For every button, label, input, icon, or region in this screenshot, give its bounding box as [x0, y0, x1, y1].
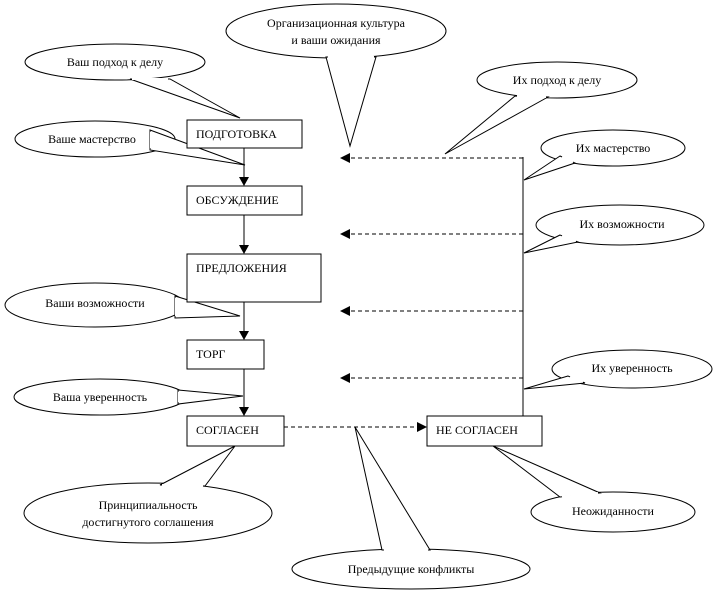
callout-their-confidence: Их уверенность	[523, 349, 713, 390]
box-proposals: ПРЕДЛОЖЕНИЯ	[186, 253, 322, 303]
box-bargaining-label: ТОРГ	[196, 347, 226, 361]
callout-org-culture-line2: и ваши ожидания	[291, 33, 381, 47]
box-disagree-label: НЕ СОГЛАСЕН	[436, 423, 518, 437]
callout-principle: Принципиальность достигнутого соглашения	[23, 445, 273, 544]
box-disagree: НЕ СОГЛАСЕН	[426, 415, 543, 447]
callout-org-culture-line1: Организационная культура	[267, 16, 406, 30]
callout-your-skill-label: Ваше мастерство	[48, 132, 136, 146]
flow-connectors	[239, 148, 249, 416]
box-discussion-label: ОБСУЖДЕНИЕ	[196, 193, 279, 207]
callout-their-capabilities: Их возможности	[523, 204, 705, 254]
callout-previous-conflicts-label: Предыдущие конфликты	[348, 562, 475, 576]
callout-their-approach-label: Их подход к делу	[513, 73, 601, 87]
callout-their-capabilities-label: Их возможности	[579, 217, 665, 231]
box-discussion: ОБСУЖДЕНИЕ	[186, 185, 303, 216]
callout-your-approach: Ваш подход к делу	[24, 43, 241, 119]
callout-your-capabilities-label: Ваши возможности	[45, 296, 145, 310]
callout-principle-line2: достигнутого соглашения	[82, 515, 214, 529]
callout-your-confidence-label: Ваша уверенность	[53, 390, 148, 404]
box-preparation-label: ПОДГОТОВКА	[196, 127, 277, 141]
callout-their-approach: Их подход к делу	[444, 61, 638, 155]
callout-org-culture: Организационная культура и ваши ожидания	[225, 3, 447, 148]
counterpart-feedback-arrows	[284, 153, 524, 432]
callout-their-skill-label: Их мастерство	[576, 141, 651, 155]
box-bargaining: ТОРГ	[186, 339, 265, 370]
callout-surprises-label: Неожиданности	[572, 504, 655, 518]
callout-principle-line1: Принципиальность	[99, 498, 198, 512]
callout-their-skill: Их мастерство	[523, 129, 686, 181]
callout-your-confidence: Ваша уверенность	[13, 378, 244, 416]
box-agree: СОГЛАСЕН	[186, 415, 285, 447]
box-proposals-label: ПРЕДЛОЖЕНИЯ	[196, 261, 287, 275]
box-agree-label: СОГЛАСЕН	[196, 423, 259, 437]
callout-previous-conflicts: Предыдущие конфликты	[291, 426, 531, 590]
callout-surprises: Неожиданности	[492, 445, 696, 533]
box-preparation: ПОДГОТОВКА	[186, 119, 303, 149]
callout-your-approach-label: Ваш подход к делу	[67, 55, 163, 69]
callout-their-confidence-label: Их уверенность	[591, 361, 673, 375]
